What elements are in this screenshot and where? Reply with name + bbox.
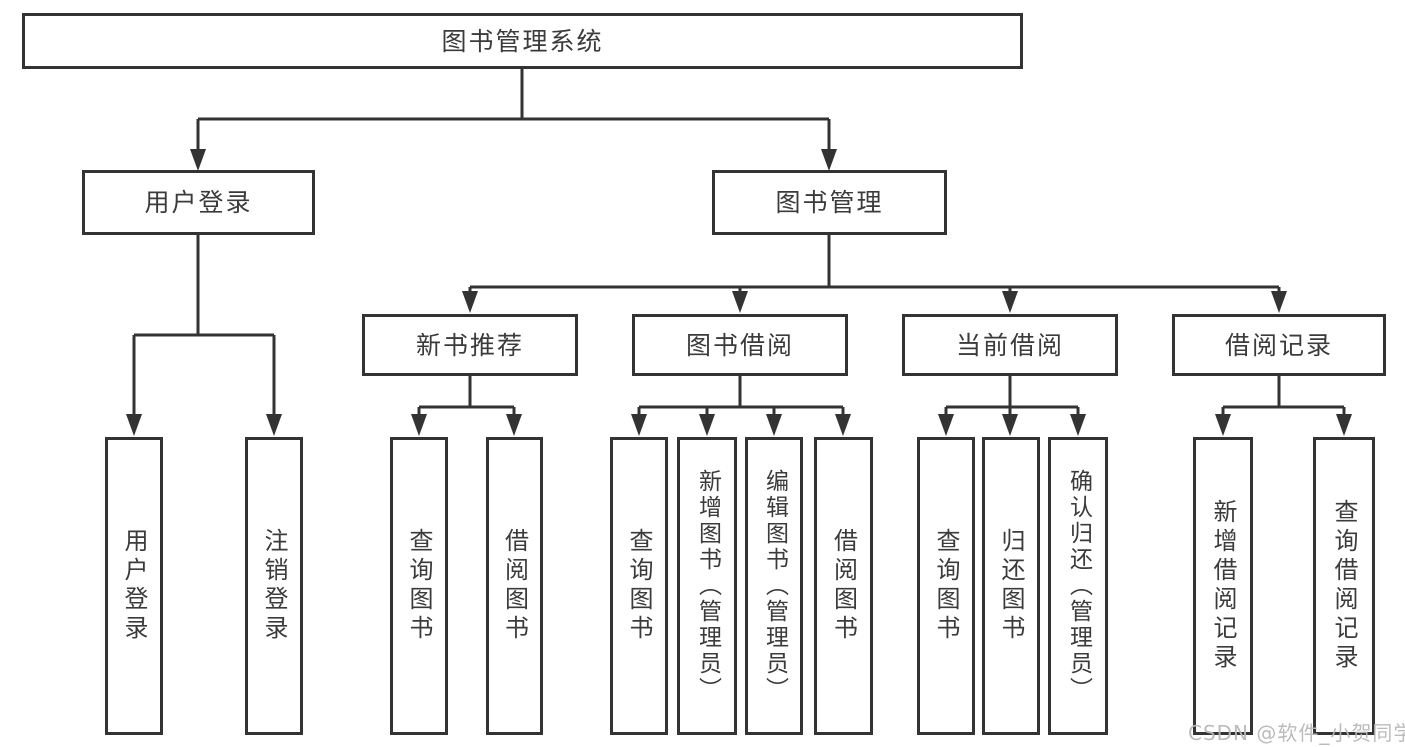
node-query-books-current: 查询图书 [917, 437, 975, 735]
node-query-borrow-record: 查询借阅记录 [1313, 437, 1375, 735]
node-logout-leaf: 注销登录 [245, 437, 303, 735]
node-borrow-books-leaf: 借阅图书 [814, 437, 873, 735]
node-query-books-borrow: 查询图书 [610, 437, 668, 735]
node-user-login-leaf: 用户登录 [105, 437, 163, 735]
node-return-books: 归还图书 [982, 437, 1040, 735]
node-borrowing-records: 借阅记录 [1172, 314, 1386, 376]
node-current-borrowing: 当前借阅 [902, 314, 1118, 376]
node-user-login: 用户登录 [82, 170, 315, 235]
node-new-book-recommendation: 新书推荐 [362, 314, 578, 376]
node-query-books-recommend: 查询图书 [390, 437, 448, 735]
node-add-borrow-record: 新增借阅记录 [1193, 437, 1253, 735]
node-book-borrowing: 图书借阅 [632, 314, 848, 376]
node-confirm-return-admin: 确认归还（管理员） [1048, 437, 1108, 735]
node-book-management: 图书管理 [712, 170, 947, 235]
node-edit-book-admin: 编辑图书（管理员） [745, 437, 803, 735]
watermark: CSDN @软件_小贺同学 [1188, 721, 1405, 745]
node-library-management-system: 图书管理系统 [22, 13, 1023, 69]
node-add-book-admin: 新增图书（管理员） [677, 437, 737, 735]
node-borrow-books-recommend: 借阅图书 [486, 437, 543, 735]
